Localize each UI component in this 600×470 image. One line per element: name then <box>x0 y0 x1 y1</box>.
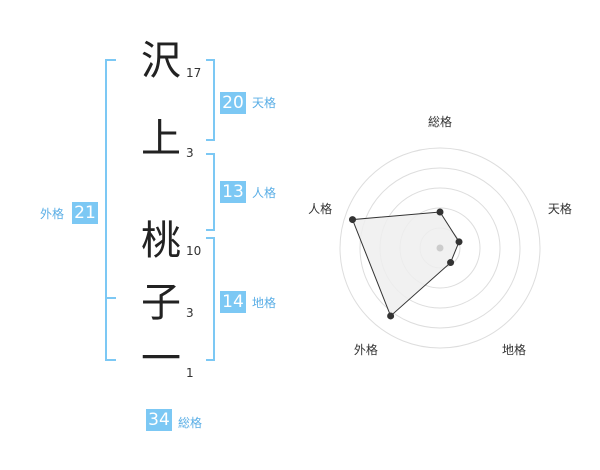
soukaku-label: 総格 <box>178 416 203 430</box>
radar-center <box>436 244 444 252</box>
stroke-count-1: 17 <box>186 66 202 80</box>
stroke-count-5: 1 <box>186 366 194 380</box>
chikaku-bracket <box>206 237 215 361</box>
name-char-1: 沢 <box>141 38 181 84</box>
radar-ring-5 <box>339 147 541 349</box>
chikaku-label: 地格 <box>252 296 277 310</box>
chikaku-value: 14 <box>220 291 246 313</box>
radar-axis-label-5: 人格 <box>308 201 332 216</box>
radar-axis-label-4: 外格 <box>354 342 378 357</box>
name-char-4: 子 <box>141 280 181 326</box>
name-char-3: 桃 <box>141 218 181 264</box>
name-char-5: 一 <box>141 336 181 382</box>
radar-axis-label-1: 総格 <box>428 114 452 129</box>
name-char-2: 上 <box>141 116 181 162</box>
tenkaku-label: 天格 <box>252 96 277 110</box>
radar-point-4 <box>387 312 395 320</box>
soukaku-value: 34 <box>146 409 172 431</box>
stroke-count-3: 10 <box>186 244 202 258</box>
gaikaku-label: 外格 <box>40 207 65 221</box>
radar-ring-4 <box>359 167 521 329</box>
radar-point-2 <box>455 238 463 246</box>
radar-point-3 <box>447 259 455 267</box>
stroke-count-4: 3 <box>186 306 194 320</box>
stroke-count-2: 3 <box>186 146 194 160</box>
jinkaku-bracket <box>206 153 215 231</box>
tenkaku-value: 20 <box>220 92 246 114</box>
radar-axis-label-3: 地格 <box>502 342 526 357</box>
radar-axis-label-2: 天格 <box>548 201 572 216</box>
tenkaku-bracket <box>206 59 215 141</box>
jinkaku-value: 13 <box>220 181 246 203</box>
radar-area <box>351 211 460 317</box>
jinkaku-label: 人格 <box>252 186 277 200</box>
gaikaku-bracket <box>105 59 116 361</box>
radar-point-5 <box>349 216 357 224</box>
gaikaku-value: 21 <box>72 202 98 224</box>
radar-point-1 <box>436 208 444 216</box>
